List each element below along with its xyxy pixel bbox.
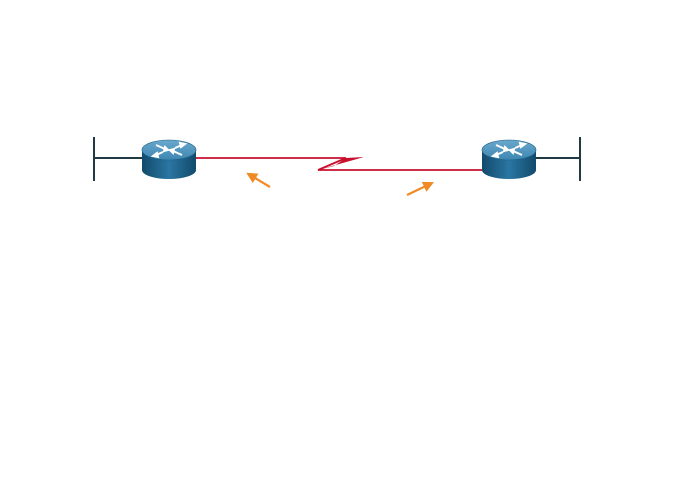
arrow-icon: [406, 181, 434, 196]
serial-link-icon: [196, 157, 484, 171]
router-icon: [481, 139, 537, 179]
right-lan-segment: [534, 137, 581, 181]
arrow-icon: [246, 172, 271, 188]
router-icon: [141, 139, 197, 179]
left-lan-segment: [93, 137, 146, 181]
router-left[interactable]: [141, 139, 197, 179]
router-right[interactable]: [481, 139, 537, 179]
